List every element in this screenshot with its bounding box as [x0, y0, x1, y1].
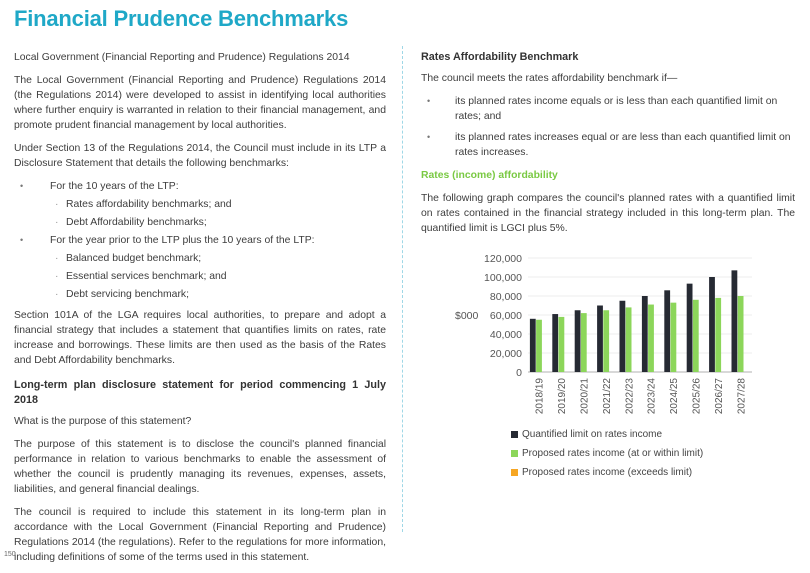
left-column: Local Government (Financial Reporting an… [14, 50, 386, 573]
legend-swatch [511, 431, 518, 438]
bar [648, 304, 654, 372]
x-tick-label: 2020/21 [580, 378, 591, 415]
y-tick-label: 80,000 [490, 291, 522, 303]
list-item: For the year prior to the LTP plus the 1… [14, 233, 386, 302]
rates-income-subheading: Rates (income) affordability [421, 170, 558, 181]
list-item: its planned rates income equals or is le… [421, 94, 795, 124]
x-tick-label: 2019/20 [557, 378, 568, 415]
x-tick-label: 2026/27 [714, 378, 725, 415]
regulations-paragraph: The Local Government (Financial Reportin… [14, 75, 386, 131]
legend-swatch [511, 450, 518, 457]
x-tick-label: 2022/23 [624, 378, 635, 415]
section-13-paragraph: Under Section 13 of the Regulations 2014… [14, 143, 386, 169]
x-tick-label: 2021/22 [602, 378, 613, 415]
legend-label: Proposed rates income (at or within limi… [522, 448, 704, 459]
purpose-paragraph: The purpose of this statement is to disc… [14, 439, 386, 495]
bar [625, 307, 632, 372]
legend-swatch [511, 469, 518, 476]
y-tick-label: 20,000 [490, 348, 522, 360]
benchmark-list: For the 10 years of the LTP: Rates affor… [14, 179, 386, 302]
legend-item-within-limit: Proposed rates income (at or within limi… [511, 444, 703, 463]
bar [715, 297, 722, 372]
legend-item-exceeds-limit: Proposed rates income (exceeds limit) [511, 463, 703, 482]
bar [536, 319, 542, 372]
bar [619, 300, 626, 372]
page-number: 150 [4, 551, 16, 558]
y-tick-label: 60,000 [490, 310, 522, 322]
right-column: Rates Affordability Benchmark The counci… [421, 50, 795, 244]
list-item: Rates affordability benchmarks; and [50, 197, 386, 212]
y-tick-label: 40,000 [490, 329, 522, 341]
purpose-question: What is the purpose of this statement? [14, 416, 192, 427]
list-item: Debt servicing benchmark; [50, 287, 386, 302]
bar [558, 316, 565, 372]
x-tick-label: 2018/19 [535, 378, 546, 415]
bar [574, 310, 581, 372]
rates-benchmark-lead: The council meets the rates affordabilit… [421, 73, 678, 84]
x-tick-label: 2024/25 [669, 378, 680, 415]
bullet-prior-year: For the year prior to the LTP plus the 1… [50, 235, 315, 246]
y-tick-label: 120,000 [484, 253, 522, 265]
rates-benchmark-heading: Rates Affordability Benchmark [421, 51, 579, 63]
chart-legend: Quantified limit on rates income Propose… [511, 425, 703, 482]
intro-line: Local Government (Financial Reporting an… [14, 52, 350, 63]
bullet-ltp-years: For the 10 years of the LTP: [50, 181, 179, 192]
bar [529, 318, 536, 372]
sub-list: Balanced budget benchmark; Essential ser… [50, 251, 386, 302]
legend-label: Quantified limit on rates income [522, 429, 663, 440]
section-101a-paragraph: Section 101A of the LGA requires local a… [14, 310, 386, 366]
y-axis-label: $000 [455, 310, 479, 322]
x-tick-label: 2023/24 [647, 378, 658, 415]
disclosure-heading: Long-term plan disclosure statement for … [14, 379, 386, 406]
column-divider [402, 46, 403, 532]
requirement-paragraph: The council is required to include this … [14, 507, 386, 563]
list-item: Debt Affordability benchmarks; [50, 215, 386, 230]
x-tick-label: 2027/28 [736, 378, 747, 415]
y-tick-label: 0 [516, 367, 522, 379]
list-item: its planned rates increases equal or are… [421, 130, 795, 160]
legend-label: Proposed rates income (exceeds limit) [522, 467, 693, 478]
rates-criteria-list: its planned rates income equals or is le… [421, 94, 795, 160]
bar [597, 305, 603, 372]
list-item: For the 10 years of the LTP: Rates affor… [14, 179, 386, 230]
legend-item-quantified-limit: Quantified limit on rates income [511, 425, 703, 444]
bar [664, 290, 671, 372]
bar [580, 313, 587, 372]
bar [686, 283, 693, 372]
rates-affordability-chart: 0 20,000 40,000 60,000 80,000 100,000 120,000 $… [455, 253, 752, 415]
bar [737, 296, 744, 372]
sub-list: Rates affordability benchmarks; and Debt… [50, 197, 386, 230]
graph-description: The following graph compares the council… [421, 193, 795, 234]
list-item: Balanced budget benchmark; [50, 251, 386, 266]
bar [692, 299, 699, 372]
bar [552, 314, 559, 372]
list-item: Essential services benchmark; and [50, 269, 386, 284]
x-tick-label: 2025/26 [692, 378, 703, 415]
bar [731, 270, 738, 372]
page-title: Financial Prudence Benchmarks [14, 6, 349, 31]
bar [641, 296, 648, 372]
bar [603, 310, 610, 372]
bar [709, 277, 715, 372]
bar [670, 302, 677, 372]
y-tick-label: 100,000 [484, 272, 522, 284]
